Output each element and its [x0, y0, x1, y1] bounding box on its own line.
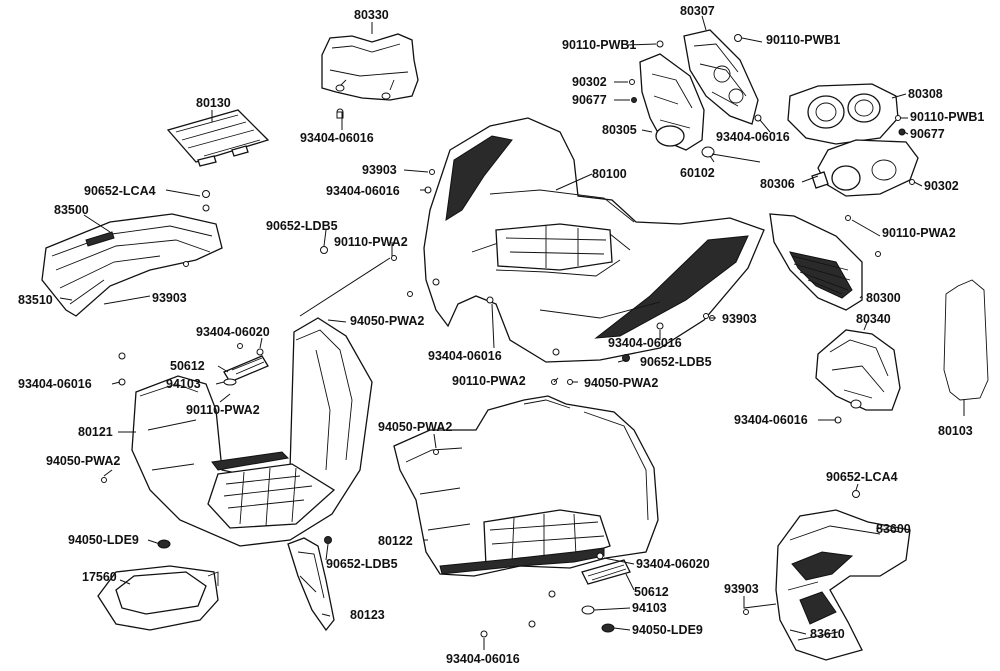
label-80130: 80130 [196, 96, 231, 110]
label-17560: 17560 [82, 570, 117, 584]
part-80305-panel [639, 53, 705, 151]
label-80123: 80123 [350, 608, 385, 622]
part-80308-headlight-housing [787, 83, 899, 145]
label-90110-pwb1-b: 90110-PWB1 [766, 33, 841, 47]
label-94050-lde9-b: 94050-LDE9 [632, 623, 703, 637]
label-90652-ldb5-c: 90652-LDB5 [326, 557, 398, 571]
label-93404-06016-a: 93404-06016 [300, 131, 374, 145]
label-93404-06020-b: 93404-06020 [636, 557, 710, 571]
label-80340: 80340 [856, 312, 891, 326]
label-90302-b: 90302 [924, 179, 959, 193]
label-90110-pwa2-d: 90110-PWA2 [452, 374, 526, 388]
label-93404-06016-e: 93404-06016 [428, 349, 502, 363]
label-80121: 80121 [78, 425, 113, 439]
label-94050-pwa2-b: 94050-PWA2 [584, 376, 659, 390]
label-50612-b: 50612 [634, 585, 669, 599]
label-93903-d: 93903 [724, 582, 759, 596]
label-83600: 83600 [876, 522, 911, 536]
label-80100: 80100 [592, 167, 627, 181]
label-50612-a: 50612 [170, 359, 205, 373]
label-93404-06016-c: 93404-06016 [326, 184, 400, 198]
part-17560-box [97, 565, 219, 631]
label-94050-pwa2-a: 94050-PWA2 [350, 314, 425, 328]
label-93903-c: 93903 [722, 312, 757, 326]
label-80300: 80300 [866, 291, 901, 305]
label-83500: 83500 [54, 203, 89, 217]
part-83600-right-fender [775, 509, 911, 661]
label-94103-a: 94103 [166, 377, 201, 391]
part-80103-film [943, 279, 989, 401]
label-80308: 80308 [908, 87, 943, 101]
label-80103: 80103 [938, 424, 973, 438]
part-80330-bracket [321, 33, 419, 101]
label-90652-lca4-b: 90652-LCA4 [826, 470, 898, 484]
part-80100-rear-body [423, 117, 765, 363]
label-93903-b: 93903 [362, 163, 397, 177]
label-94103-b: 94103 [632, 601, 667, 615]
part-80306-lamp [811, 139, 919, 197]
part-80121-left-footrest [131, 317, 373, 547]
label-83510: 83510 [18, 293, 53, 307]
part-50612-strips [223, 355, 631, 585]
label-90652-lca4-a: 90652-LCA4 [84, 184, 156, 198]
label-90110-pwa2-a: 90110-PWA2 [334, 235, 408, 249]
label-94050-pwa2-c: 94050-PWA2 [378, 420, 453, 434]
label-93404-06016-b: 93404-06016 [716, 130, 790, 144]
label-90110-pwa2-c: 90110-PWA2 [186, 403, 260, 417]
part-80130-plate [166, 109, 270, 167]
label-80305: 80305 [602, 123, 637, 137]
part-83500-front-fender [41, 204, 223, 317]
label-83610: 83610 [810, 627, 845, 641]
label-80122: 80122 [378, 534, 413, 548]
label-93404-06016-h: 93404-06016 [446, 652, 520, 666]
part-80307-side-cover [683, 29, 759, 125]
label-90677-a: 90677 [572, 93, 607, 107]
part-80122-right-footrest [393, 395, 659, 577]
part-80300-grille [769, 213, 863, 311]
label-80307: 80307 [680, 4, 715, 18]
label-93903-a: 93903 [152, 291, 187, 305]
part-80340-bracket [815, 329, 901, 411]
label-94050-lde9-a: 94050-LDE9 [68, 533, 139, 547]
label-90110-pwb1-c: 90110-PWB1 [910, 110, 985, 124]
part-80123-mudguard [287, 537, 335, 632]
label-90652-ldb5-a: 90652-LDB5 [266, 219, 338, 233]
label-80330: 80330 [354, 8, 389, 22]
label-60102: 60102 [680, 166, 715, 180]
label-93404-06020-a: 93404-06020 [196, 325, 270, 339]
label-90110-pwb1-a: 90110-PWB1 [562, 38, 637, 52]
label-90652-ldb5-b: 90652-LDB5 [640, 355, 712, 369]
hardware-fasteners [101, 34, 915, 638]
label-94050-pwa2-d: 94050-PWA2 [46, 454, 121, 468]
leader-lines [59, 15, 965, 650]
label-80306: 80306 [760, 177, 795, 191]
label-93404-06016-f: 93404-06016 [18, 377, 92, 391]
label-90302-a: 90302 [572, 75, 607, 89]
label-93404-06016-g: 93404-06016 [734, 413, 808, 427]
label-90677-b: 90677 [910, 127, 945, 141]
label-93404-06016-d: 93404-06016 [608, 336, 682, 350]
label-90110-pwa2-b: 90110-PWA2 [882, 226, 956, 240]
